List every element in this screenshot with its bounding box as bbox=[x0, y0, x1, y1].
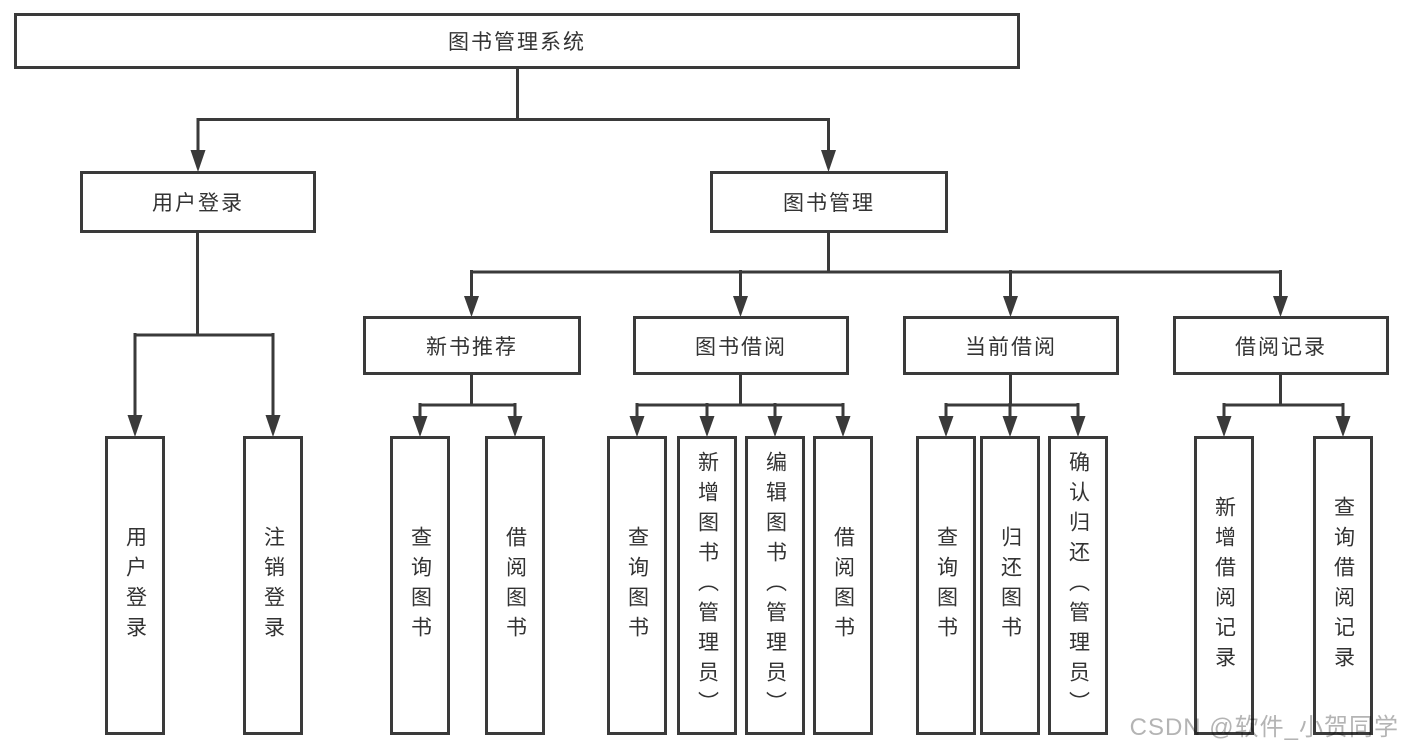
leaf-add-borrow-record: 新增借阅记录 bbox=[1194, 436, 1254, 735]
leaf-return-book-label: 归还图书 bbox=[998, 525, 1022, 646]
leaf-borrow-books: 借阅图书 bbox=[813, 436, 873, 735]
leaf-add-book-admin-label: 新增图书（管理员） bbox=[695, 450, 719, 721]
node-book-management: 图书管理 bbox=[710, 171, 948, 233]
leaf-confirm-return-admin: 确认归还（管理员） bbox=[1048, 436, 1108, 735]
node-book-borrow-label: 图书借阅 bbox=[695, 335, 787, 359]
leaf-query-books-recommend: 查询图书 bbox=[390, 436, 450, 735]
csdn-watermark: CSDN @软件_小贺同学 bbox=[1129, 714, 1399, 741]
leaf-return-book: 归还图书 bbox=[980, 436, 1040, 735]
leaf-edit-book-admin-label: 编辑图书（管理员） bbox=[763, 450, 787, 721]
leaf-query-books-current-label: 查询图书 bbox=[934, 525, 958, 646]
node-borrow-records: 借阅记录 bbox=[1173, 316, 1389, 375]
leaf-query-books-recommend-label: 查询图书 bbox=[408, 525, 432, 646]
node-library-system: 图书管理系统 bbox=[14, 13, 1020, 69]
node-new-book-recommend: 新书推荐 bbox=[363, 316, 581, 375]
leaf-edit-book-admin: 编辑图书（管理员） bbox=[745, 436, 805, 735]
leaf-borrow-books-recommend: 借阅图书 bbox=[485, 436, 545, 735]
leaf-query-borrow-record: 查询借阅记录 bbox=[1313, 436, 1373, 735]
leaf-borrow-books-recommend-label: 借阅图书 bbox=[503, 525, 527, 646]
leaf-add-borrow-record-label: 新增借阅记录 bbox=[1212, 495, 1236, 676]
node-user-login-label: 用户登录 bbox=[152, 192, 244, 215]
node-user-login: 用户登录 bbox=[80, 171, 316, 233]
node-new-book-recommend-label: 新书推荐 bbox=[426, 335, 518, 359]
node-current-borrow-label: 当前借阅 bbox=[965, 335, 1057, 359]
leaf-add-book-admin: 新增图书（管理员） bbox=[677, 436, 737, 735]
leaf-query-borrow-record-label: 查询借阅记录 bbox=[1331, 495, 1355, 676]
leaf-confirm-return-admin-label: 确认归还（管理员） bbox=[1066, 450, 1090, 721]
leaf-borrow-books-label: 借阅图书 bbox=[831, 525, 855, 646]
node-book-borrow: 图书借阅 bbox=[633, 316, 849, 375]
leaf-logout: 注销登录 bbox=[243, 436, 303, 735]
leaf-user-login: 用户登录 bbox=[105, 436, 165, 735]
node-book-management-label: 图书管理 bbox=[783, 192, 875, 215]
node-current-borrow: 当前借阅 bbox=[903, 316, 1119, 375]
leaf-query-books-borrow: 查询图书 bbox=[607, 436, 667, 735]
leaf-user-login-label: 用户登录 bbox=[123, 525, 147, 646]
leaf-logout-label: 注销登录 bbox=[261, 525, 285, 646]
leaf-query-books-borrow-label: 查询图书 bbox=[625, 525, 649, 646]
node-library-system-label: 图书管理系统 bbox=[448, 31, 586, 54]
node-borrow-records-label: 借阅记录 bbox=[1235, 335, 1327, 359]
leaf-query-books-current: 查询图书 bbox=[916, 436, 976, 735]
